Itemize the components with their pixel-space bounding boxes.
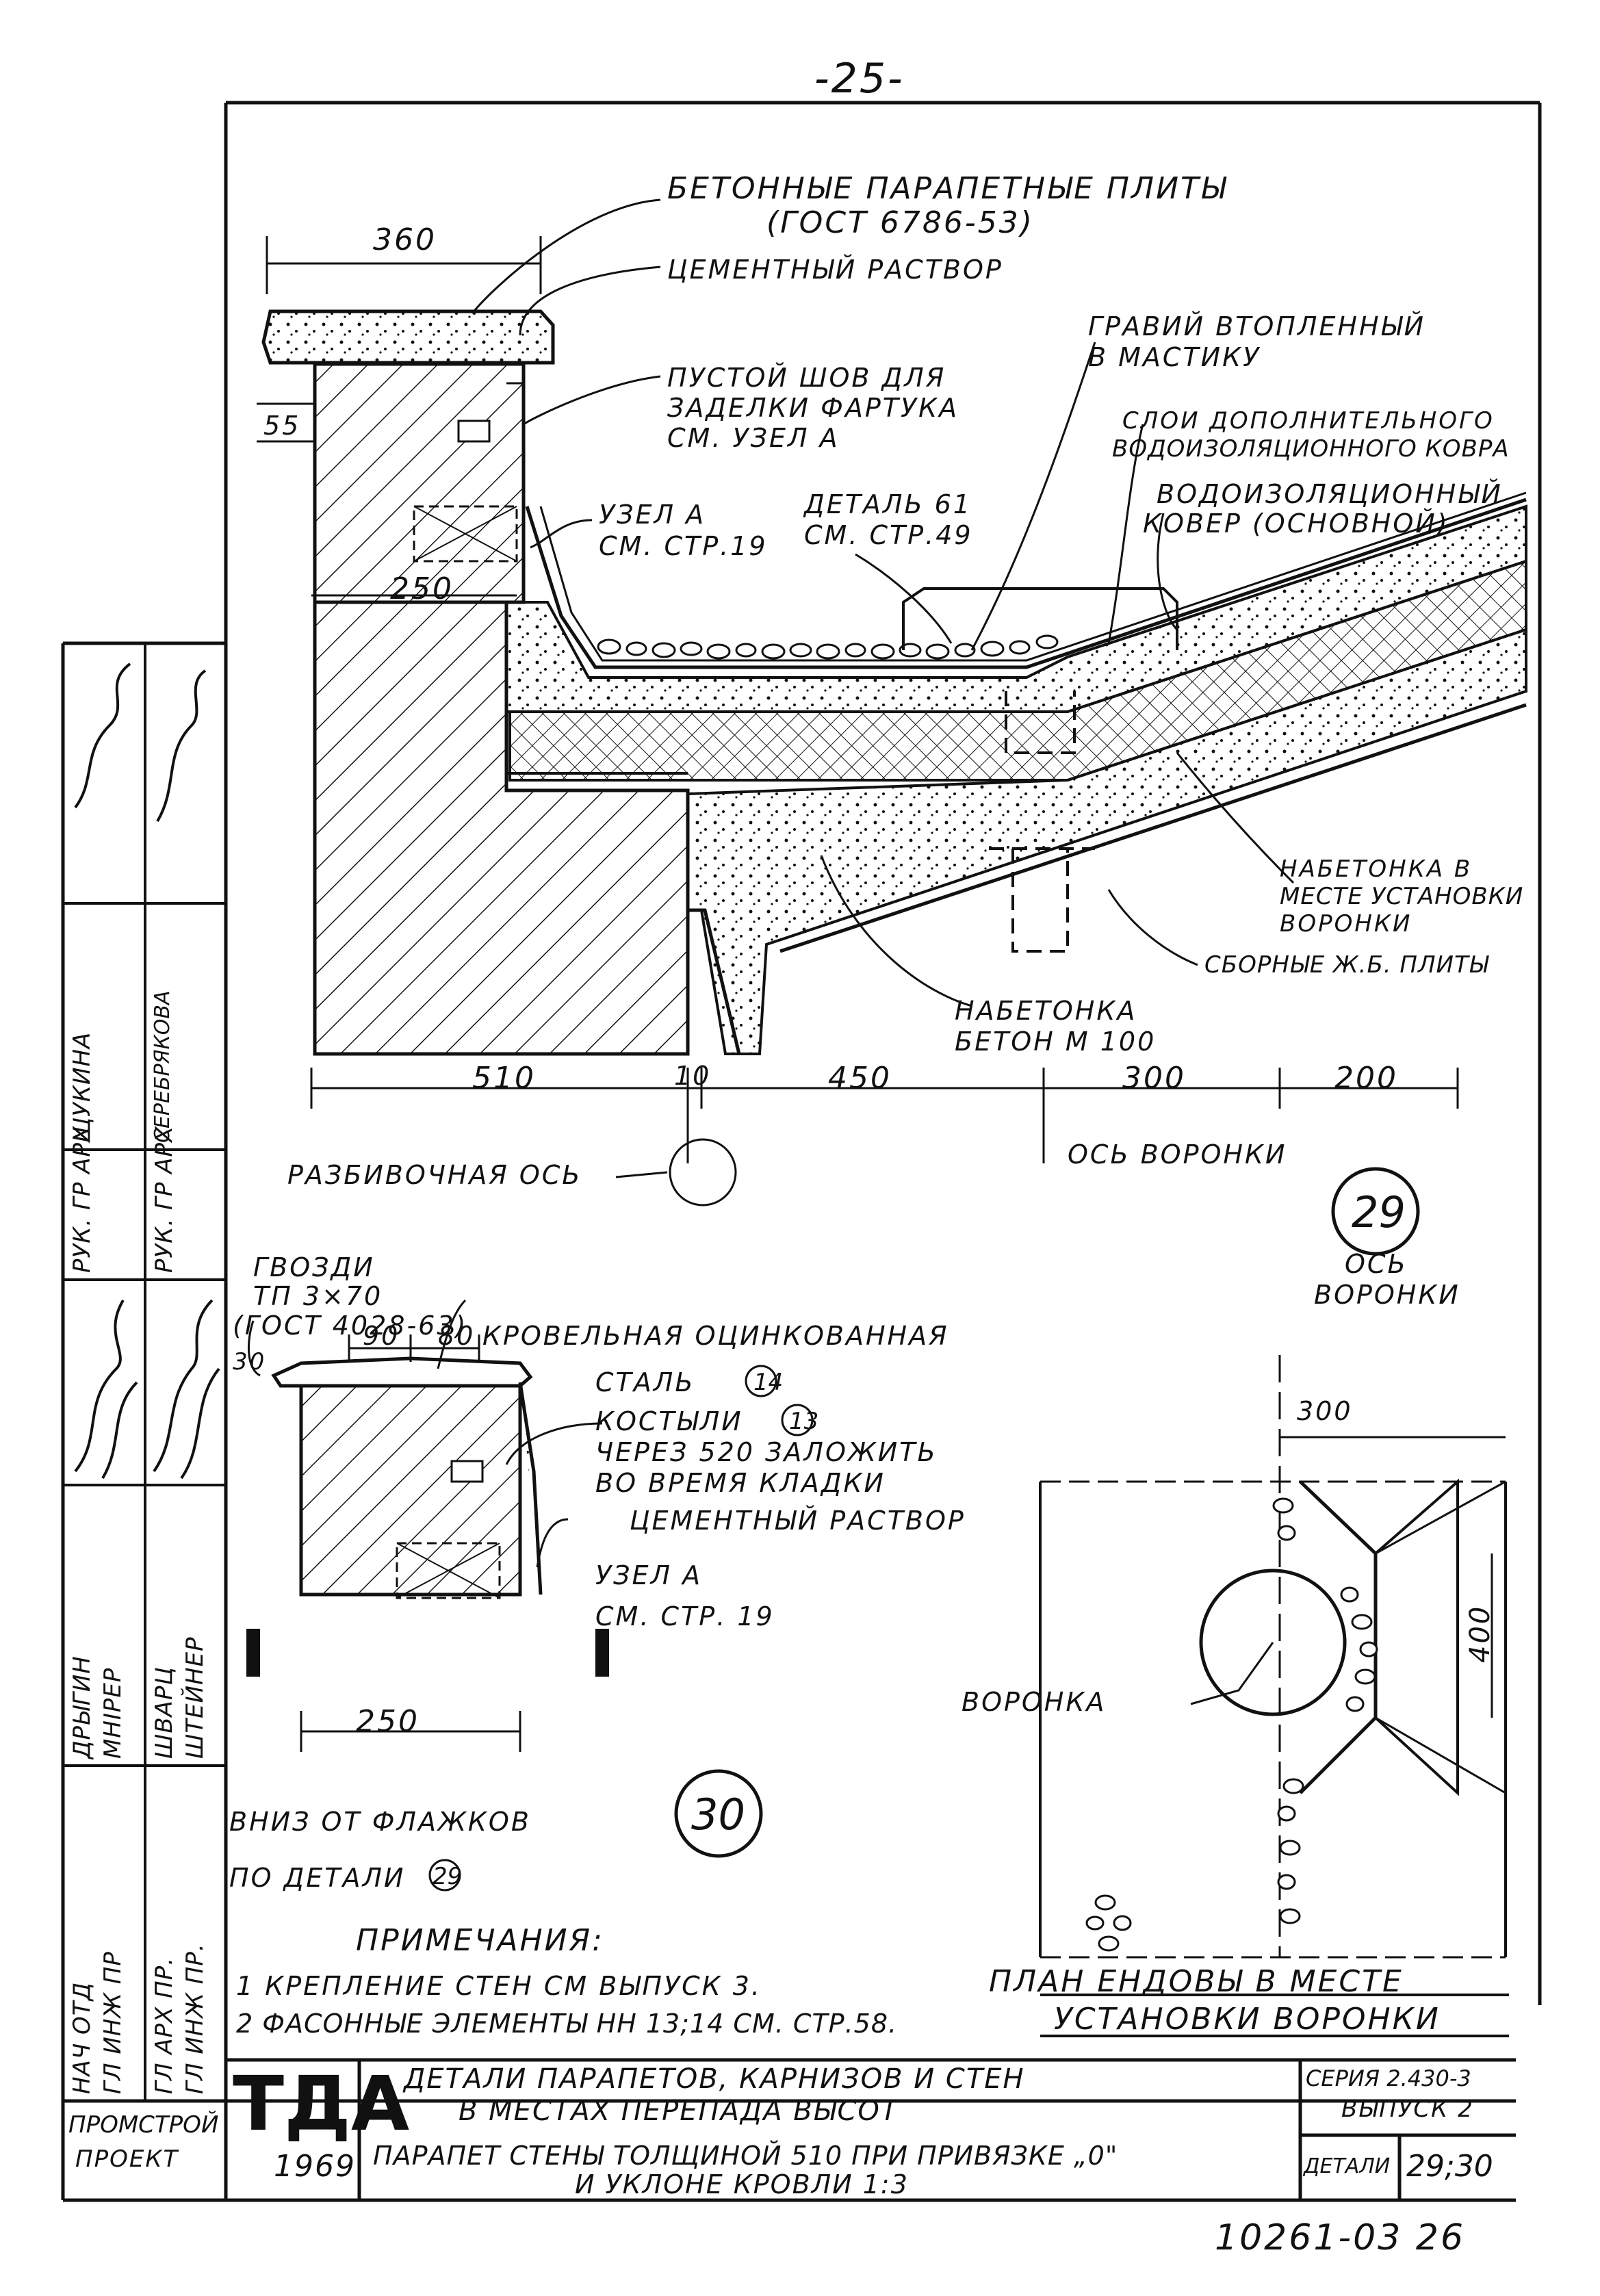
- below-flags-ref: 29: [433, 1863, 463, 1890]
- plan-dim-300: 300: [1297, 1396, 1353, 1426]
- node-a-label-1: УЗЕЛ А: [599, 500, 706, 530]
- plan-dim-400: 400: [1464, 1604, 1496, 1663]
- parapet-slabs-label: БЕТОННЫЕ ПАРАПЕТНЫЕ ПЛИТЫ: [667, 171, 1228, 206]
- signature-name-5: ЩУКИНА: [68, 1031, 96, 1143]
- concrete-fill-label-2: МЕСТЕ УСТАНОВКИ: [1280, 883, 1524, 910]
- dim-360: 360: [373, 222, 437, 257]
- crutches-label-1: КОСТЫЛИ: [595, 1406, 743, 1436]
- dim-450: 450: [828, 1061, 892, 1096]
- title-line-1: ДЕТАЛИ ПАРАПЕТОВ, КАРНИЗОВ И СТЕН: [404, 2063, 1025, 2095]
- dim-30: 30: [233, 1348, 267, 1376]
- below-flags-label-2: ПО ДЕТАЛИ: [229, 1863, 406, 1893]
- roof-steel-ref: 14: [753, 1369, 784, 1396]
- empty-joint-label-1: ПУСТОЙ ШОВ ДЛЯ: [667, 363, 946, 393]
- dim-250-d30: 250: [356, 1704, 420, 1739]
- org-name-1: ПРОМСТРОЙ: [68, 2111, 219, 2139]
- title-block-grid: [63, 2058, 1516, 2200]
- dim-300: 300: [1122, 1061, 1186, 1096]
- precast-slabs-label: СБОРНЫЕ Ж.Б. ПЛИТЫ: [1204, 951, 1489, 979]
- funnel-plan: [1039, 1355, 1509, 2037]
- main-carpet-label-2: КОВЕР (ОСНОВНОЙ): [1143, 508, 1449, 539]
- roof-steel-label-1: КРОВЕЛЬНАЯ ОЦИНКОВАННАЯ: [482, 1321, 949, 1351]
- series-issue: ВЫПУСК 2: [1341, 2095, 1474, 2123]
- node-a-label-30-1: УЗЕЛ А: [595, 1560, 703, 1590]
- nails-label-2: ТП 3×70: [253, 1281, 383, 1311]
- concrete-fill-label-3: ВОРОНКИ: [1280, 910, 1412, 938]
- detail-30-section: [246, 1299, 814, 1892]
- parapet-slabs-standard: (ГОСТ 6786-53): [766, 205, 1034, 240]
- signature-name-2: МНІРЕР: [99, 1667, 127, 1759]
- detail-29-number: 29: [1352, 1187, 1406, 1237]
- cement-mortar-label: ЦЕМЕНТНЫЙ РАСТВОР: [667, 255, 1003, 285]
- title-block-year: 1969: [274, 2149, 356, 2184]
- org-name-2: ПРОЕКТ: [75, 2145, 179, 2173]
- nails-label-1: ГВОЗДИ: [253, 1252, 375, 1282]
- page-number: -25-: [814, 55, 905, 103]
- dim-10: 10: [674, 1061, 712, 1091]
- detail61-label-1: ДЕТАЛЬ 61: [804, 489, 972, 519]
- node-a-label-30-2: СМ. СТР. 19: [595, 1601, 775, 1631]
- detail-29-section: [257, 198, 1527, 1256]
- below-flags-label-1: ВНИЗ ОТ ФЛАЖКОВ: [229, 1807, 531, 1837]
- series-label: СЕРИЯ 2.430-3: [1306, 2065, 1471, 2091]
- detail-30-number: 30: [691, 1790, 745, 1840]
- signature-role-2: ГЛ ИНЖ ПР: [99, 1951, 127, 2094]
- signature-name-6: СЕРЕБРЯКОВА: [151, 990, 175, 1143]
- topping-label-1: НАБЕТОНКА: [955, 996, 1137, 1026]
- dim-510: 510: [472, 1061, 536, 1096]
- topping-label-2: БЕТОН М 100: [955, 1027, 1157, 1057]
- extra-layer-label-2: ВОДОИЗОЛЯЦИОННОГО КОВРА: [1112, 435, 1510, 463]
- notes-heading: ПРИМЕЧАНИЯ:: [356, 1923, 604, 1958]
- main-carpet-label-1: ВОДОИЗОЛЯЦИОННЫЙ: [1157, 479, 1503, 509]
- signature-role-5: РУК. ГР АРХ: [68, 1125, 96, 1273]
- funnel-label: ВОРОНКА: [962, 1687, 1107, 1717]
- doc-code: 10261-03 26: [1215, 2217, 1466, 2258]
- plan-axis-label-2: ВОРОНКИ: [1314, 1280, 1460, 1310]
- note-1: 1 КРЕПЛЕНИЕ СТЕН СМ ВЫПУСК 3.: [236, 1971, 762, 2001]
- funnel-axis-label: ОСЬ ВОРОНКИ: [1068, 1139, 1287, 1170]
- crutches-ref: 13: [789, 1408, 819, 1435]
- gravel-label-1: ГРАВИЙ ВТОПЛЕННЫЙ: [1088, 311, 1426, 341]
- signature-name-1: ДРЫГИН: [68, 1655, 96, 1759]
- crutches-label-2: ЧЕРЕЗ 520 ЗАЛОЖИТЬ: [595, 1437, 938, 1467]
- crutches-label-3: ВО ВРЕМЯ КЛАДКИ: [595, 1468, 886, 1498]
- subtitle-line-1: ПАРАПЕТ СТЕНЫ ТОЛЩИНОЙ 510 ПРИ ПРИВЯЗКЕ …: [373, 2141, 1118, 2171]
- signature-role-3: ГЛ АРХ ПР.: [151, 1957, 178, 2094]
- detail61-label-2: СМ. СТР.49: [804, 520, 973, 550]
- empty-joint-label-3: СМ. УЗЕЛ А: [667, 423, 840, 453]
- note-2: 2 ФАСОННЫЕ ЭЛЕМЕНТЫ НН 13;14 СМ. СТР.58.: [236, 2009, 898, 2039]
- title-line-2: В МЕСТАХ ПЕРЕПАДА ВЫСОТ: [459, 2095, 899, 2127]
- plan-title-2: УСТАНОВКИ ВОРОНКИ: [1054, 2002, 1441, 2037]
- dim-90: 90: [363, 1321, 400, 1351]
- empty-joint-label-2: ЗАДЕЛКИ ФАРТУКА: [667, 393, 959, 423]
- signature-role-6: РУК. ГР АРХ: [151, 1125, 178, 1273]
- nails-label-3: (ГОСТ 4028-63): [233, 1311, 468, 1341]
- dim-200: 200: [1334, 1061, 1398, 1096]
- roof-steel-label-2: СТАЛЬ: [595, 1367, 695, 1397]
- detail-value: 29;30: [1406, 2149, 1493, 2184]
- gravel-label-2: В МАСТИКУ: [1088, 342, 1261, 372]
- plan-title-1: ПЛАН ЕНДОВЫ В МЕСТЕ: [989, 1964, 1404, 1999]
- dim-250: 250: [390, 571, 454, 606]
- concrete-fill-label-1: НАБЕТОНКА В: [1280, 855, 1473, 883]
- node-a-label-2: СМ. СТР.19: [599, 531, 768, 561]
- signature-role-4: ГЛ ИНЖ ПР.: [181, 1943, 209, 2094]
- cement-mortar-label-30: ЦЕМЕНТНЫЙ РАСТВОР: [630, 1506, 966, 1536]
- subtitle-line-2: И УКЛОНЕ КРОВЛИ 1:3: [575, 2169, 909, 2200]
- signature-grid: [63, 643, 226, 2101]
- signature-role-1: НАЧ ОТД: [68, 1981, 96, 2094]
- dim-55: 55: [263, 411, 301, 441]
- dim-80: 80: [438, 1321, 476, 1351]
- signature-name-3: ШВАРЦ: [151, 1666, 178, 1759]
- detail-label: ДЕТАЛИ: [1304, 2154, 1391, 2178]
- signature-name-4: ШТЕЙНЕР: [181, 1636, 209, 1759]
- plan-axis-label-1: ОСЬ: [1345, 1249, 1408, 1279]
- extra-layer-label-1: СЛОИ ДОПОЛНИТЕЛЬНОГО: [1122, 407, 1495, 435]
- org-logo: ТДА: [233, 2060, 410, 2147]
- layout-axis-label: РАЗБИВОЧНАЯ ОСЬ: [287, 1160, 582, 1190]
